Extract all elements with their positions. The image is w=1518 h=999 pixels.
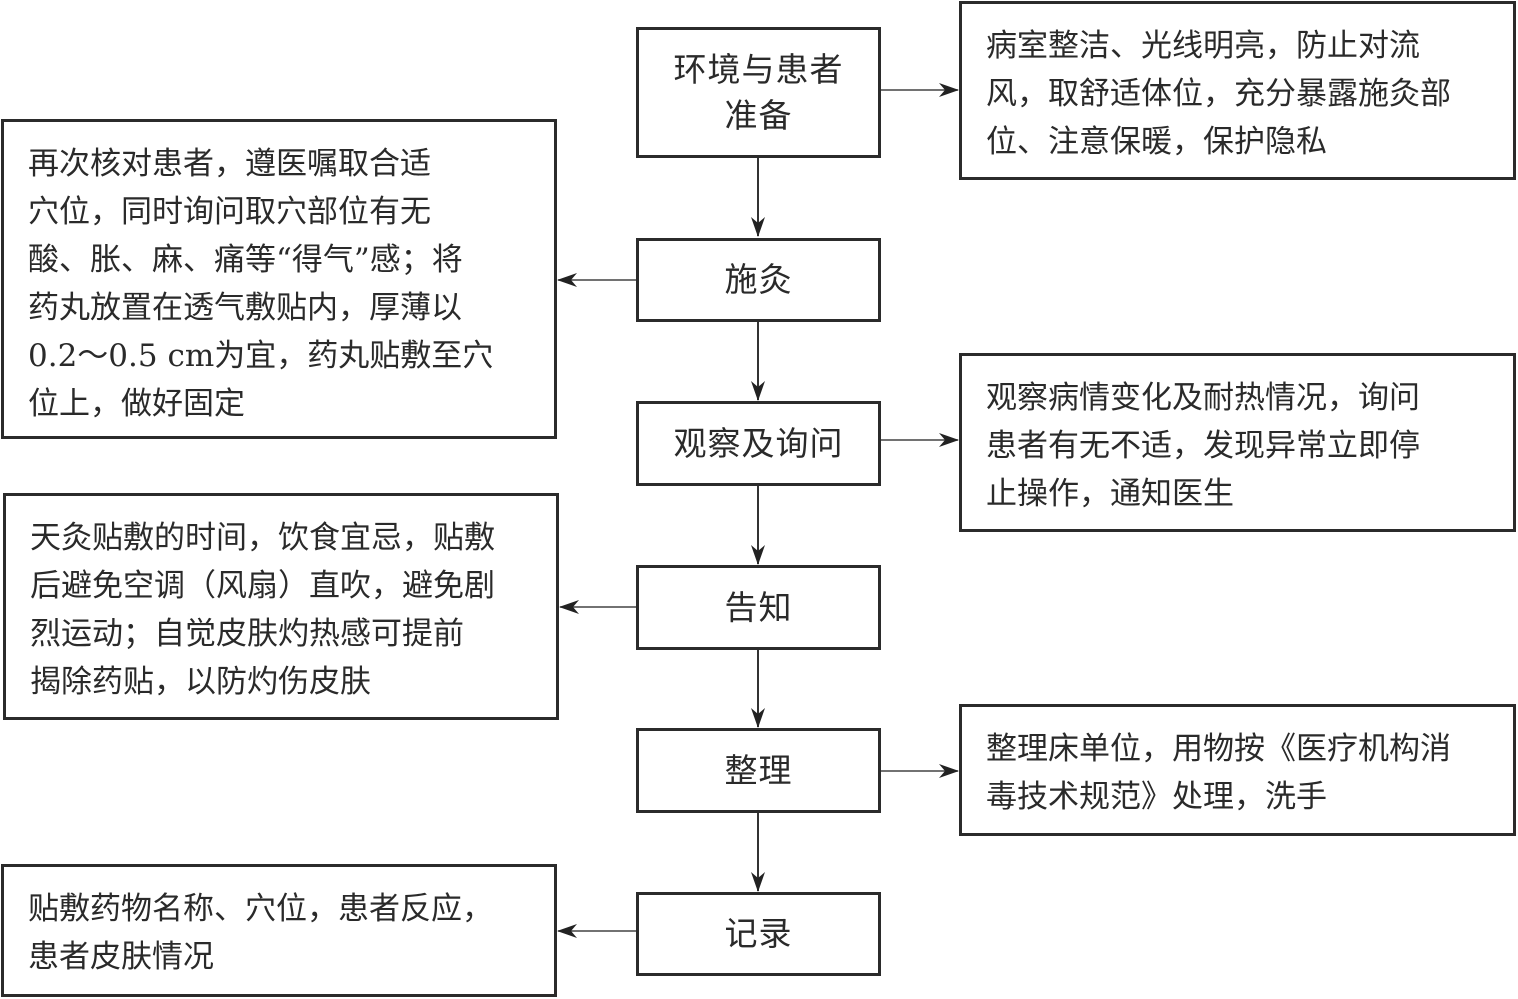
step-prep: 环境与患者 准备 xyxy=(636,27,881,158)
note-line: 0.2～0.5 cm为宜，药丸贴敷至穴 xyxy=(28,338,494,374)
step-observe: 观察及询问 xyxy=(636,401,881,486)
note-line: 后避免空调（风扇）直吹，避免剧 xyxy=(30,568,495,604)
note-line: 再次核对患者，遵医嘱取合适 xyxy=(28,146,431,182)
note-line: 天灸贴敷的时间，饮食宜忌，贴敷 xyxy=(30,520,495,556)
note-line: 烈运动；自觉皮肤灼热感可提前 xyxy=(30,616,464,652)
step-tidy: 整理 xyxy=(636,728,881,813)
note-line: 药丸放置在透气敷贴内，厚薄以 xyxy=(28,290,462,326)
note-line: 观察病情变化及耐热情况，询问 xyxy=(986,380,1420,416)
note-line: 患者皮肤情况 xyxy=(28,939,214,975)
note-moxa: 再次核对患者，遵医嘱取合适 穴位，同时询问取穴部位有无 酸、胀、麻、痛等“得气”… xyxy=(1,119,557,439)
step-prep-label-line1: 环境与患者 xyxy=(673,49,844,89)
note-observe: 观察病情变化及耐热情况，询问 患者有无不适，发现异常立即停 止操作，通知医生 xyxy=(959,353,1516,532)
note-line: 贴敷药物名称、穴位，患者反应， xyxy=(28,891,493,927)
note-line: 止操作，通知医生 xyxy=(986,476,1234,512)
note-line: 风，取舒适体位，充分暴露施灸部 xyxy=(986,76,1451,112)
note-record: 贴敷药物名称、穴位，患者反应， 患者皮肤情况 xyxy=(1,864,557,997)
note-line: 毒技术规范》处理，洗手 xyxy=(986,779,1327,815)
note-line: 位上，做好固定 xyxy=(28,386,245,422)
step-inform: 告知 xyxy=(636,565,881,650)
step-moxa-label: 施灸 xyxy=(724,260,793,299)
note-line: 病室整洁、光线明亮，防止对流 xyxy=(986,28,1420,64)
step-observe-label: 观察及询问 xyxy=(673,423,844,463)
note-line: 患者有无不适，发现异常立即停 xyxy=(986,428,1420,464)
step-inform-label: 告知 xyxy=(724,587,793,627)
step-prep-label-line2: 准备 xyxy=(724,95,793,135)
note-line: 穴位，同时询问取穴部位有无 xyxy=(28,194,431,230)
note-line: 位、注意保暖，保护隐私 xyxy=(986,124,1327,160)
step-moxa: 施灸 xyxy=(636,238,881,322)
note-line: 整理床单位，用物按《医疗机构消 xyxy=(986,731,1451,767)
note-tidy: 整理床单位，用物按《医疗机构消 毒技术规范》处理，洗手 xyxy=(959,704,1516,836)
note-line: 揭除药贴，以防灼伤皮肤 xyxy=(30,664,371,700)
note-prep: 病室整洁、光线明亮，防止对流 风，取舒适体位，充分暴露施灸部 位、注意保暖，保护… xyxy=(959,1,1516,180)
note-inform: 天灸贴敷的时间，饮食宜忌，贴敷 后避免空调（风扇）直吹，避免剧 烈运动；自觉皮肤… xyxy=(3,493,559,720)
note-line: 酸、胀、麻、痛等“得气”感；将 xyxy=(28,242,463,278)
step-record: 记录 xyxy=(636,892,881,976)
step-record-label: 记录 xyxy=(724,914,793,953)
step-tidy-label: 整理 xyxy=(724,750,793,790)
